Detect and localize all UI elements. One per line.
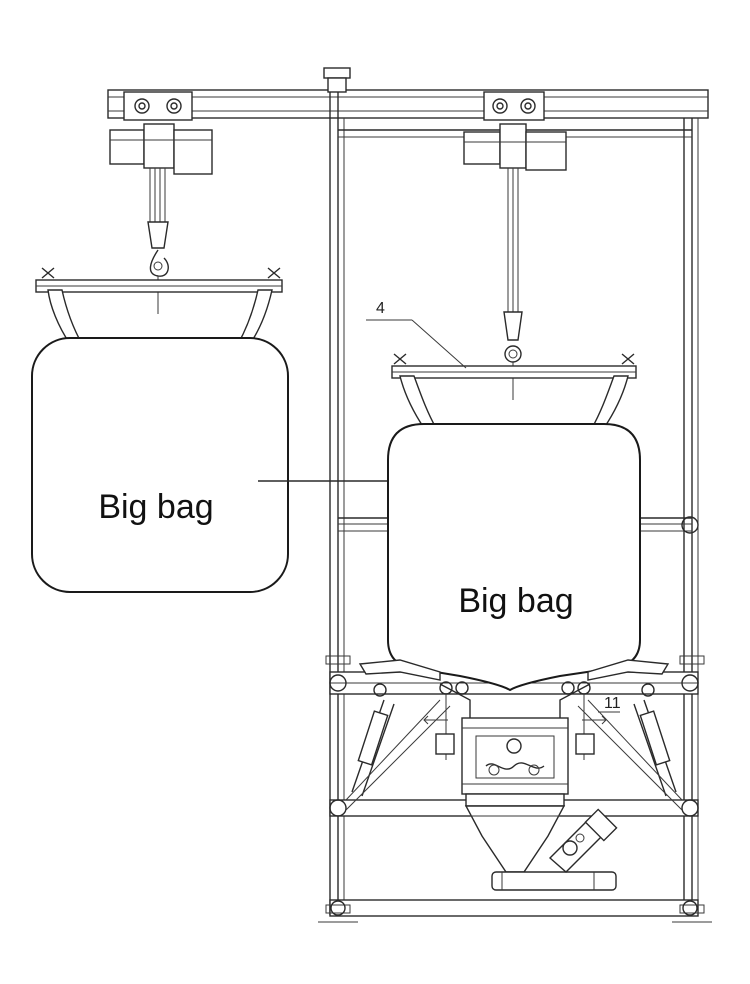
right-bag-spreader [391,353,637,429]
part-number-11: 11 [604,695,621,712]
right-hoist-trolley [463,91,567,400]
leader-part-11: 11 [598,695,621,713]
leader-part-4: 4 [366,300,467,369]
top-rail-beam [107,89,709,119]
left-clamp-mechanism [423,681,469,760]
right-bag-label: Big bag [458,582,573,620]
right-clamp-mechanism [561,681,607,760]
left-actuator [345,683,451,811]
discharge-hopper [439,683,617,891]
part-number-4: 4 [376,300,385,317]
inclined-valve [548,808,618,873]
left-bag-spreader [35,267,283,345]
left-bag-label: Big bag [98,488,213,526]
central-post-cap [323,67,351,93]
bag-support-trays [358,659,670,681]
right-actuator [577,683,683,811]
right-big-bag: Big bag [387,423,641,692]
left-big-bag: Big bag [31,337,289,593]
left-hoist-trolley [109,91,213,314]
